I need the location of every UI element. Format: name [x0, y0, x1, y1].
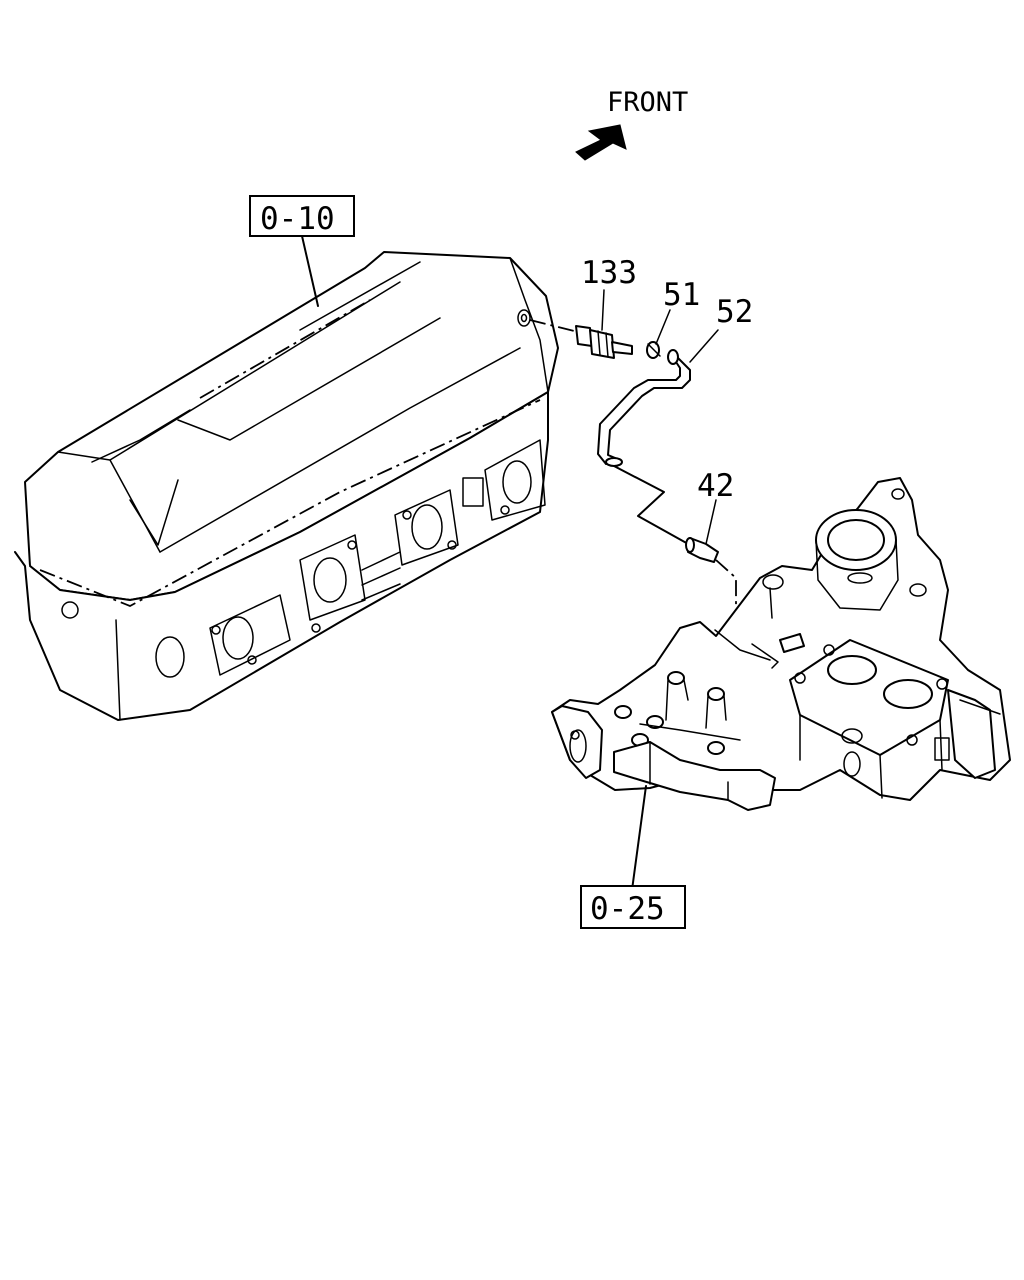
- reference-box-cylinder-head[interactable]: 0-10: [249, 195, 355, 237]
- leader-line-pcv-valve: [601, 289, 605, 331]
- reference-box-intake-manifold[interactable]: 0-25: [580, 885, 686, 929]
- leader-line-clip: [655, 309, 671, 345]
- leader-line-intake-manifold: [631, 785, 647, 891]
- callout-clip: 51: [663, 277, 700, 313]
- nipple-drawing: [685, 537, 719, 563]
- reference-label-intake-manifold: 0-25: [590, 891, 665, 927]
- assembly-centerline-valve: [529, 319, 579, 333]
- cylinder-head-cover-drawing: [14, 251, 559, 721]
- pcv-valve-drawing: [575, 325, 633, 359]
- reference-label-cylinder-head: 0-10: [260, 201, 335, 237]
- leader-line-cylinder-head: [301, 235, 319, 307]
- hose-drawing: [597, 349, 691, 467]
- callout-hose: 52: [716, 294, 753, 330]
- front-arrow-icon: [575, 124, 627, 161]
- intake-manifold-drawing: [551, 477, 1011, 811]
- callout-pcv-valve: 133: [581, 255, 637, 291]
- leader-line-nipple: [705, 499, 717, 545]
- clip-drawing: [646, 341, 661, 359]
- connection-break-line: [613, 465, 691, 546]
- front-label: FRONT: [607, 87, 688, 118]
- leader-line-hose: [689, 329, 719, 363]
- callout-nipple: 42: [697, 468, 734, 504]
